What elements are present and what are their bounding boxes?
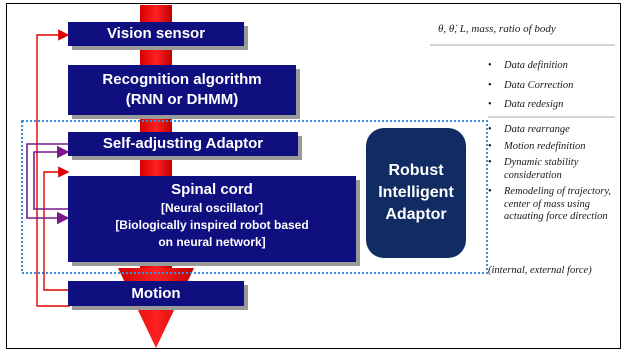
- adaptor-arrow-from-spinal: [33, 145, 70, 210]
- recognition-sublabel: (RNN or DHMM): [125, 91, 239, 108]
- feedback-loop-inner: [43, 166, 70, 291]
- self-adjusting-adaptor-box: Self-adjusting Adaptor: [68, 132, 298, 156]
- note-item: Data definition: [488, 60, 573, 73]
- adaptor-arrow-to-spinal: [26, 143, 70, 225]
- top-notes: Data definitionData CorrectionData redes…: [488, 60, 573, 119]
- robust-line-1: Robust: [388, 162, 444, 179]
- recognition-label: Recognition algorithm: [102, 71, 262, 88]
- spinal-cord-description-2: on neural network]: [158, 235, 266, 249]
- robust-intelligent-adaptor-box: Robust Intelligent Adaptor: [366, 128, 466, 258]
- spinal-cord-description-1: [Biologically inspired robot based: [115, 218, 309, 232]
- spinal-cord-oscillator: [Neural oscillator]: [160, 201, 264, 215]
- robust-line-3: Adaptor: [385, 206, 447, 223]
- vision-sensor-label: Vision sensor: [106, 25, 206, 42]
- spinal-cord-title: Spinal cord: [171, 181, 253, 198]
- self-adjusting-adaptor-label: Self-adjusting Adaptor: [102, 135, 264, 152]
- recognition-box: Recognition algorithm (RNN or DHMM): [68, 65, 296, 115]
- adaptor-dotted-region: [21, 120, 488, 274]
- note-item: Data redesign: [488, 99, 573, 112]
- header-formula: θ, θ̇, L, mass, ratio of body: [438, 23, 556, 35]
- spinal-cord-box: Spinal cord [Neural oscillator] [Biologi…: [68, 176, 356, 262]
- robust-line-2: Intelligent: [378, 184, 454, 201]
- note-item: Data Correction: [488, 80, 573, 93]
- main-arrow-head: [118, 268, 194, 348]
- motion-label: Motion: [131, 285, 181, 302]
- feedback-loop-outer: [36, 29, 70, 307]
- note-item: Remodeling of trajectory, center of mass…: [488, 186, 612, 224]
- vision-sensor-box: Vision sensor: [68, 22, 244, 46]
- note-item: Dynamic stability consideration: [488, 157, 612, 182]
- note-item: Motion redefinition: [488, 141, 612, 154]
- note-item: Data rearrange: [488, 124, 612, 137]
- motion-box: Motion: [68, 281, 244, 306]
- adaptor-notes: Data rearrangeMotion redefinitionDynamic…: [488, 124, 612, 228]
- footer-note: (internal, external force): [488, 265, 592, 276]
